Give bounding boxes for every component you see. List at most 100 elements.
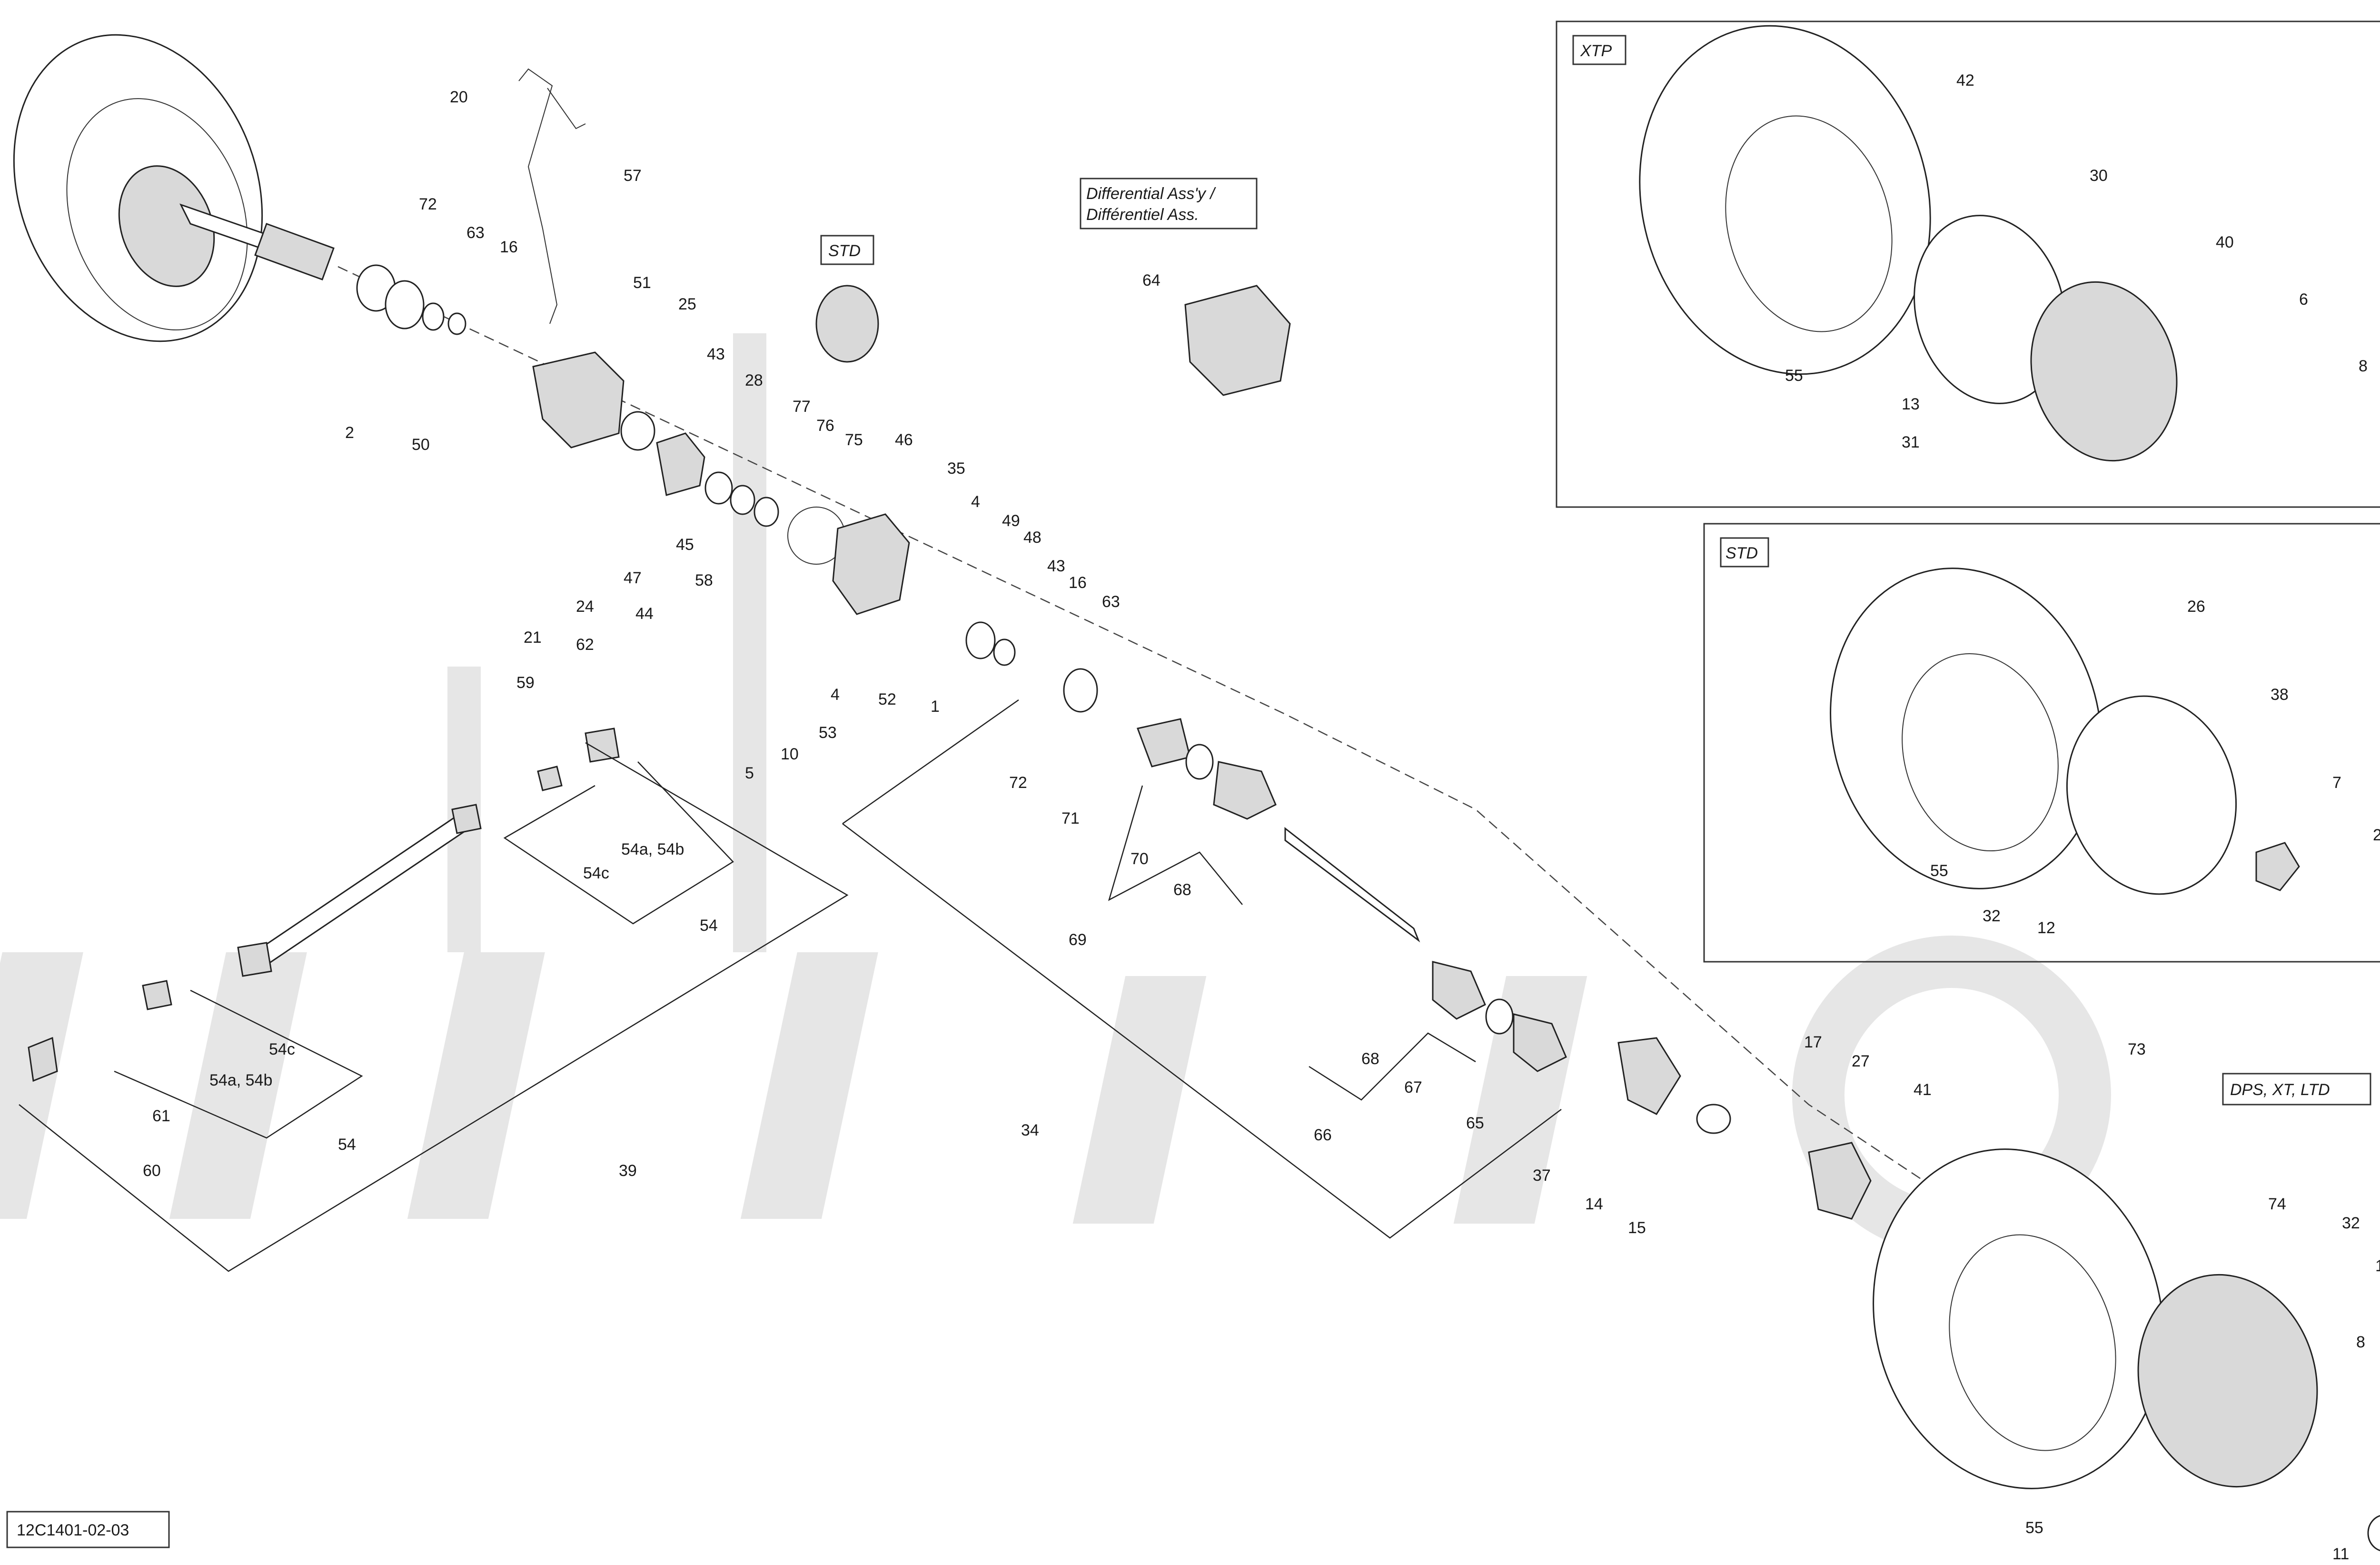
callout-65: 65: [1466, 1114, 1484, 1132]
callout-34: 34: [1021, 1121, 1039, 1139]
callout-44: 44: [635, 605, 654, 623]
callout-54c-a: 54c: [583, 864, 609, 882]
figure-ref-frame: [6, 1511, 170, 1548]
callout-38: 38: [2271, 686, 2289, 704]
callout-41: 41: [1914, 1081, 1932, 1099]
callout-66: 66: [1314, 1126, 1332, 1144]
leader-lines: [19, 699, 1562, 1272]
callout-73: 73: [2128, 1040, 2146, 1058]
callout-20: 20: [450, 88, 468, 106]
figure-ref: 12C1401-02-03: [17, 1521, 129, 1539]
callout-14: 14: [1585, 1195, 1603, 1213]
callout-55b: 55: [1930, 862, 1948, 880]
callout-1: 1: [931, 698, 940, 716]
callout-43a: 43: [707, 345, 725, 363]
std-diff-tag: [820, 235, 874, 265]
xtp-frame: [1556, 20, 2380, 508]
callout-60: 60: [143, 1162, 161, 1180]
std-diff-label: STD: [828, 242, 861, 260]
callout-55c: 55: [2025, 1519, 2043, 1537]
callout-16b: 16: [1069, 574, 1087, 592]
dps-label: DPS, XT, LTD: [2230, 1081, 2330, 1099]
callout-51: 51: [633, 274, 651, 292]
callout-50: 50: [412, 436, 430, 454]
callout-54a54b-b: 54a, 54b: [209, 1071, 272, 1089]
callout-64: 64: [1142, 271, 1160, 289]
callout-27: 27: [1852, 1052, 1870, 1070]
callout-13: 13: [1902, 395, 1920, 413]
callout-4b: 4: [831, 686, 840, 704]
callout-6: 6: [2299, 290, 2308, 309]
dps-tag: [2222, 1073, 2371, 1106]
callout-24: 24: [576, 598, 594, 616]
callout-32a: 32: [1983, 907, 2001, 925]
diff-assy-label-1: Differential Ass'y /: [1086, 185, 1216, 203]
callout-26: 26: [2187, 598, 2205, 616]
callout-28: 28: [745, 371, 763, 389]
diff-assy-label-2: Différentiel Ass.: [1086, 206, 1199, 224]
xtp-label: XTP: [1580, 42, 1612, 60]
callout-67: 67: [1404, 1078, 1422, 1096]
callout-10: 10: [781, 745, 799, 763]
callout-30: 30: [2090, 167, 2108, 185]
callout-12b: 12: [2375, 1257, 2380, 1275]
callout-16a: 16: [500, 238, 518, 256]
callout-49: 49: [1002, 512, 1020, 530]
callout-39: 39: [619, 1162, 637, 1180]
wheel-dps: [1873, 1148, 2380, 1551]
callout-48: 48: [1023, 528, 1041, 547]
callout-53: 53: [819, 724, 837, 742]
callout-15: 15: [1628, 1219, 1646, 1237]
callout-32b: 32: [2342, 1214, 2360, 1232]
watermark-logo: [0, 333, 2111, 1255]
callout-57: 57: [624, 167, 642, 185]
callout-55a: 55: [1785, 367, 1803, 385]
callout-76: 76: [816, 417, 834, 435]
wheel-std: [1830, 568, 2300, 895]
callout-72b: 72: [1009, 774, 1027, 792]
callout-68a: 68: [1173, 881, 1191, 899]
callout-31: 31: [1902, 433, 1920, 451]
callout-63a: 63: [466, 224, 485, 242]
callout-69: 69: [1069, 931, 1087, 949]
callout-68b: 68: [1361, 1050, 1379, 1068]
callout-59: 59: [516, 674, 535, 692]
callout-11: 11: [2332, 1545, 2349, 1563]
callout-21: 21: [524, 628, 542, 647]
callout-7: 7: [2332, 774, 2341, 792]
callout-77: 77: [793, 398, 811, 416]
callout-75: 75: [845, 431, 863, 449]
callout-46: 46: [895, 431, 913, 449]
callout-5: 5: [745, 764, 754, 782]
callout-8a: 8: [2359, 357, 2368, 375]
callout-35: 35: [947, 459, 965, 478]
callout-43b: 43: [1047, 557, 1065, 575]
callout-71: 71: [1061, 809, 1080, 827]
std-wheel-label: STD: [1726, 544, 1758, 562]
callout-40: 40: [2216, 233, 2234, 251]
callout-2: 2: [345, 424, 354, 442]
callout-42: 42: [1956, 71, 1974, 90]
callout-17: 17: [1804, 1033, 1822, 1051]
callout-12a: 12: [2037, 919, 2055, 937]
callout-62: 62: [576, 636, 594, 654]
callout-8b: 8: [2356, 1333, 2365, 1351]
wheel-xtp: [1639, 25, 2178, 462]
callout-63b: 63: [1102, 593, 1120, 611]
callouts: 20 57 72 63 16 51 25 2 50 43 28 77 76 75…: [143, 71, 2380, 1563]
xtp-tag: [1572, 35, 1626, 65]
callout-54c-b: 54c: [269, 1040, 295, 1058]
callout-54a54b-a: 54a, 54b: [621, 840, 684, 858]
callout-54-b: 54: [338, 1136, 356, 1154]
callout-58: 58: [695, 571, 713, 589]
parts-cluster-upper: [28, 68, 1872, 1220]
callout-70: 70: [1130, 850, 1149, 868]
wheel-upper-left: [13, 34, 335, 342]
callout-61: 61: [152, 1107, 170, 1125]
callout-29: 29: [2373, 826, 2380, 844]
callout-37: 37: [1533, 1166, 1551, 1185]
std-wheel-tag: [1720, 537, 1769, 568]
std-wheel-frame: [1703, 523, 2380, 963]
callout-72a: 72: [419, 195, 437, 213]
